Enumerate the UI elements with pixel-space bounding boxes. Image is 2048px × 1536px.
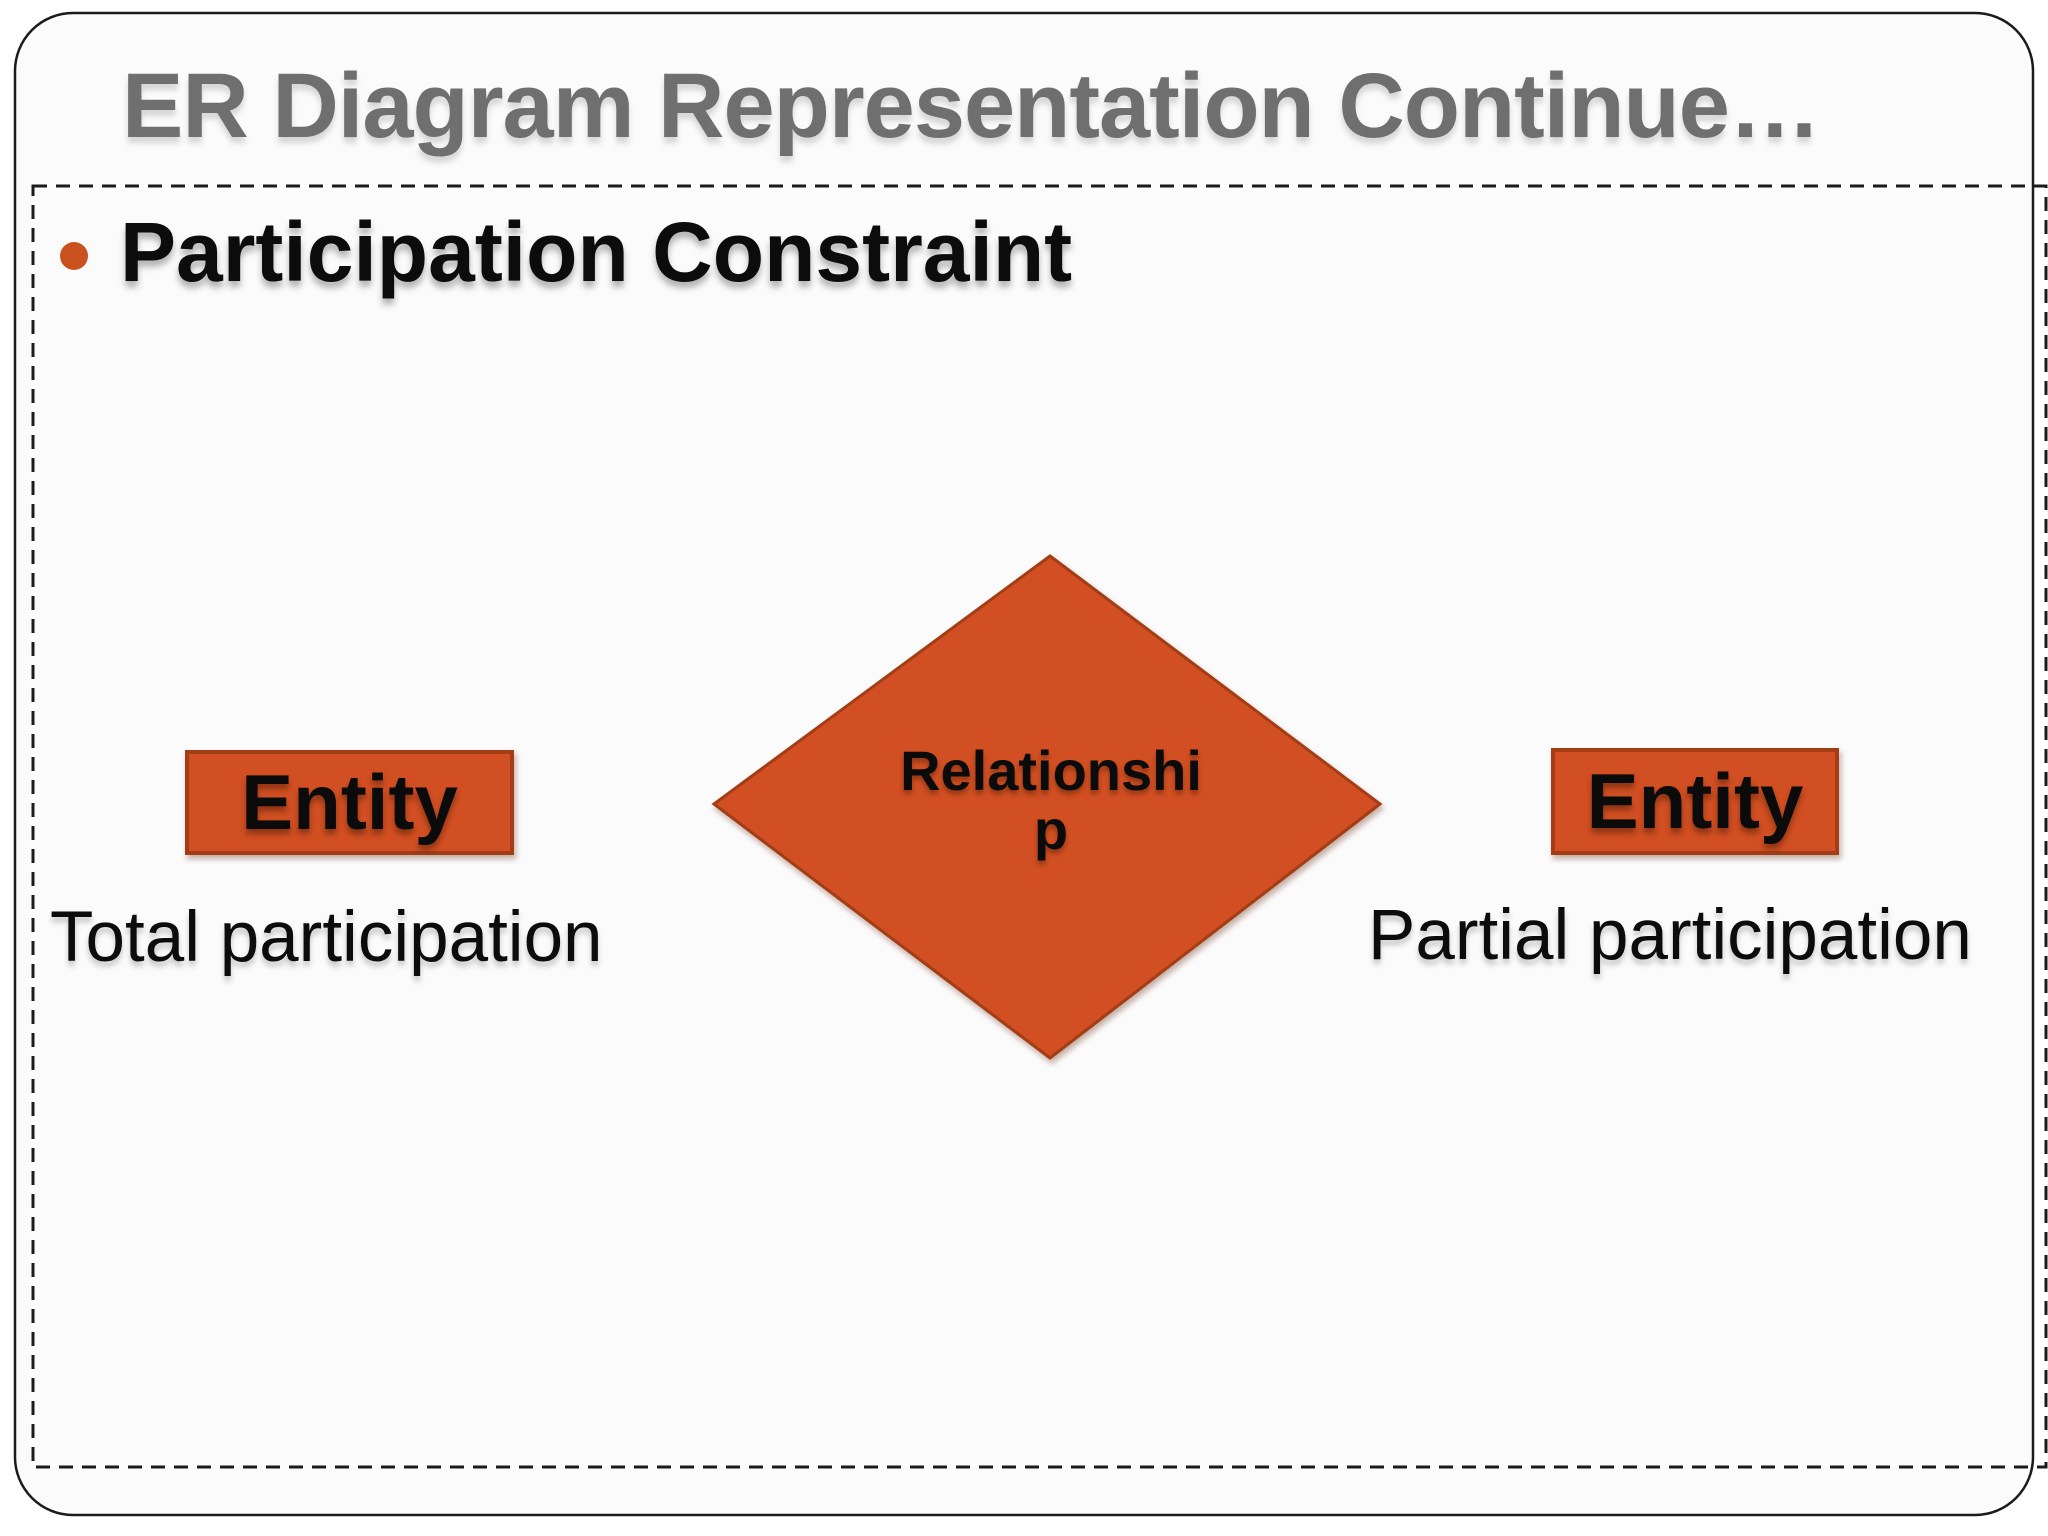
bullet-heading: Participation Constraint — [120, 205, 1073, 299]
slide-title: ER Diagram Representation Continue… — [122, 55, 1821, 157]
partial-participation-caption: Partial participation — [1368, 896, 1972, 975]
right-entity-label: Entity — [1586, 757, 1804, 845]
relationship-label-line1: Relationshi — [900, 739, 1202, 802]
relationship-diamond — [711, 554, 1383, 1060]
right-entity-box — [1551, 748, 1839, 855]
left-entity-label: Entity — [241, 758, 458, 846]
left-entity-box — [185, 750, 514, 855]
relationship-label: Relationshi p — [751, 739, 1351, 861]
dashed-content-border — [31, 184, 2048, 1469]
bullet-dot — [60, 242, 88, 270]
relationship-label-line2: p — [1033, 797, 1069, 861]
total-participation-caption: Total participation — [50, 898, 603, 977]
